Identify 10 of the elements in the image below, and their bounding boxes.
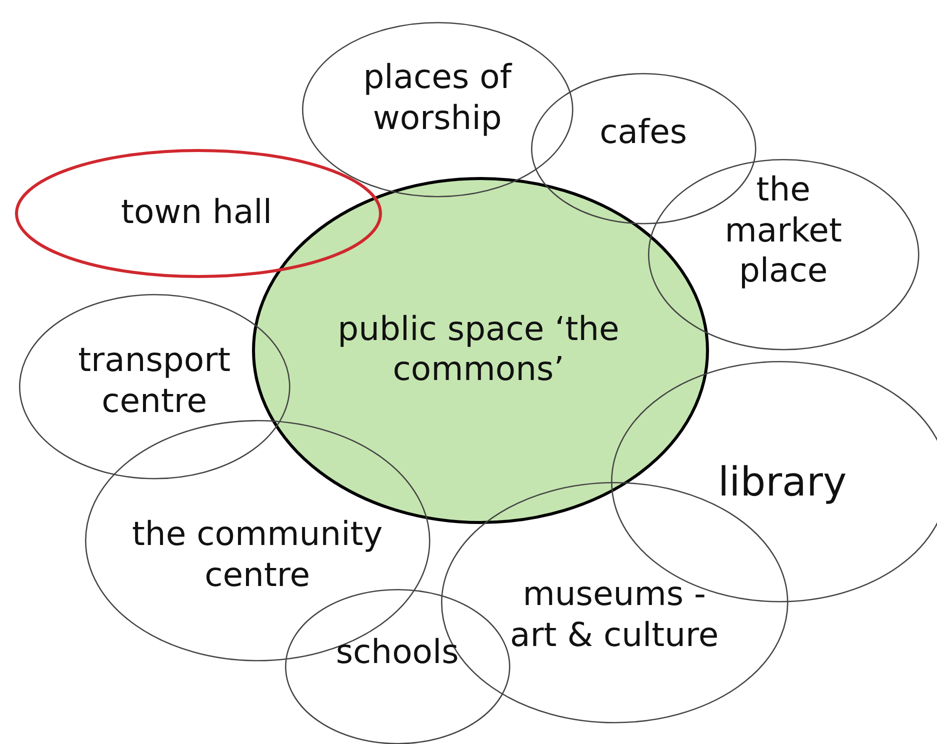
- node-label: the community centre: [130, 514, 384, 595]
- node-label: town hall: [120, 191, 273, 232]
- node-label: museums - art & culture: [509, 574, 720, 655]
- node-label: the market place: [724, 170, 843, 291]
- node-label: places of worship: [362, 57, 514, 138]
- node-label: schools: [334, 632, 460, 672]
- node-label: transport centre: [77, 340, 232, 421]
- node-label: public space ‘the commons’: [336, 308, 620, 389]
- node-label: library: [716, 458, 848, 508]
- node-label: cafes: [598, 112, 688, 152]
